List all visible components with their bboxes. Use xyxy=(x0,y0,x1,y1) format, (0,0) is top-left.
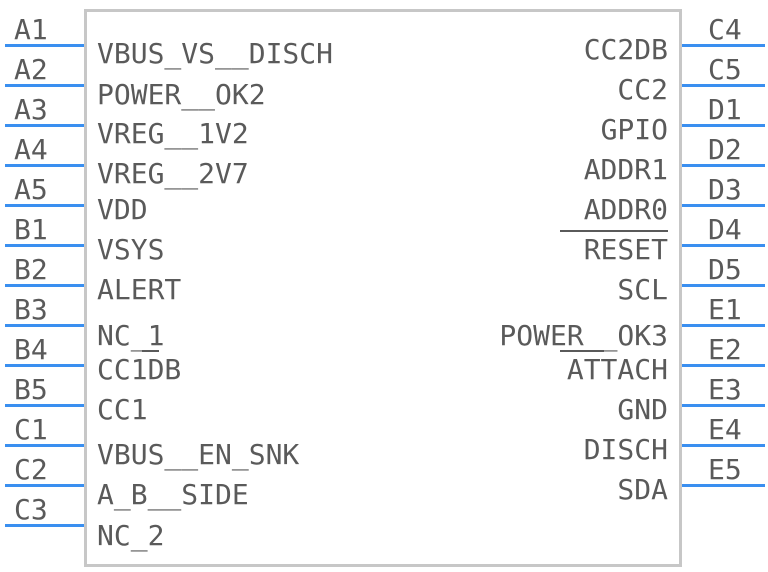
pin-line-a2 xyxy=(5,84,84,87)
ic-body xyxy=(84,9,682,567)
pin-number-d1: D1 xyxy=(708,93,742,126)
pin-number-c4: C4 xyxy=(708,13,742,46)
pin-number-a2: A2 xyxy=(14,53,48,86)
pin-name-e2-overbar xyxy=(560,350,604,352)
pin-name-b4: CC1DB xyxy=(97,353,182,386)
pin-name-a5: VDD xyxy=(97,193,148,226)
pin-line-e2 xyxy=(682,364,765,367)
pin-name-c5: CC2 xyxy=(617,73,668,106)
pin-name-e4: DISCH xyxy=(583,433,668,466)
pin-name-c1: VBUS__EN_SNK xyxy=(97,438,300,471)
pin-line-b5 xyxy=(5,404,84,407)
pin-name-b2: ALERT xyxy=(97,273,182,306)
pin-number-d4: D4 xyxy=(708,213,742,246)
pin-name-d4: RESET xyxy=(583,233,668,266)
pin-name-d2: ADDR1 xyxy=(583,153,668,186)
pin-number-e4: E4 xyxy=(708,413,742,446)
pin-line-d1 xyxy=(682,124,765,127)
pin-number-b2: B2 xyxy=(14,253,48,286)
pin-name-c3: NC_2 xyxy=(97,519,165,552)
pin-line-a1 xyxy=(5,44,84,47)
pin-name-e1: POWER__OK3 xyxy=(499,319,668,352)
pin-name-d1: GPIO xyxy=(600,113,668,146)
pin-name-a4: VREG__2V7 xyxy=(97,157,249,190)
pin-name-d3: ADDR0 xyxy=(583,193,668,226)
pin-name-b3: NC_1 xyxy=(97,319,165,352)
pin-name-e2: ATTACH xyxy=(566,353,668,386)
pin-number-b5: B5 xyxy=(14,373,48,406)
pin-name-e5: SDA xyxy=(617,473,668,506)
pin-line-e3 xyxy=(682,404,765,407)
pin-number-c2: C2 xyxy=(14,453,48,486)
pin-number-a5: A5 xyxy=(14,173,48,206)
pin-number-c5: C5 xyxy=(708,53,742,86)
pin-name-d4-overbar xyxy=(560,230,668,232)
pin-number-d3: D3 xyxy=(708,173,742,206)
pin-name-b4-overbar xyxy=(142,350,159,352)
pin-line-c2 xyxy=(5,484,84,487)
pin-number-d5: D5 xyxy=(708,253,742,286)
pin-number-c3: C3 xyxy=(14,493,48,526)
pin-line-e4 xyxy=(682,444,765,447)
pin-number-e5: E5 xyxy=(708,453,742,486)
pin-name-a1: VBUS_VS__DISCH xyxy=(97,37,334,70)
pin-line-e5 xyxy=(682,484,765,487)
pin-number-a4: A4 xyxy=(14,133,48,166)
pin-number-b1: B1 xyxy=(14,213,48,246)
pin-name-a2: POWER__OK2 xyxy=(97,78,266,111)
pin-number-e2: E2 xyxy=(708,333,742,366)
pin-line-b3 xyxy=(5,324,84,327)
pin-name-b5: CC1 xyxy=(97,393,148,426)
pin-number-c1: C1 xyxy=(14,413,48,446)
pin-name-b1: VSYS xyxy=(97,233,165,266)
pin-name-c2: A_B__SIDE xyxy=(97,478,249,511)
pin-number-a3: A3 xyxy=(14,93,48,126)
pin-name-a3: VREG__1V2 xyxy=(97,117,249,150)
pin-line-c4 xyxy=(682,44,765,47)
pin-line-b4 xyxy=(5,364,84,367)
pin-line-c3 xyxy=(5,524,84,527)
pin-number-b4: B4 xyxy=(14,333,48,366)
pin-name-c4: CC2DB xyxy=(583,33,668,66)
pin-line-b1 xyxy=(5,244,84,247)
pin-number-a1: A1 xyxy=(14,13,48,46)
pin-number-b3: B3 xyxy=(14,293,48,326)
pin-line-d3 xyxy=(682,204,765,207)
pin-line-b2 xyxy=(5,284,84,287)
pin-name-e3: GND xyxy=(617,393,668,426)
pin-line-d5 xyxy=(682,284,765,287)
pin-name-d5: SCL xyxy=(617,273,668,306)
pin-number-e1: E1 xyxy=(708,293,742,326)
pin-line-d4 xyxy=(682,244,765,247)
pin-number-d2: D2 xyxy=(708,133,742,166)
pin-line-e1 xyxy=(682,324,765,327)
pin-number-e3: E3 xyxy=(708,373,742,406)
pin-line-d2 xyxy=(682,164,765,167)
pin-line-a4 xyxy=(5,164,84,167)
pin-line-c1 xyxy=(5,444,84,447)
pin-line-c5 xyxy=(682,84,765,87)
pin-line-a5 xyxy=(5,204,84,207)
pin-line-a3 xyxy=(5,124,84,127)
